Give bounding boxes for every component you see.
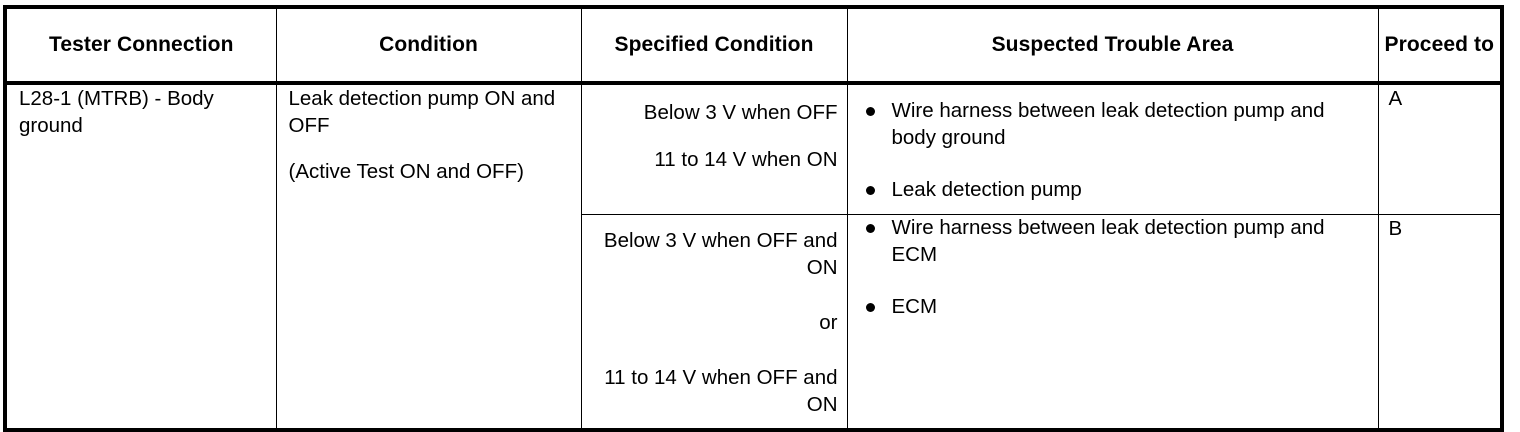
specified-condition-spacer xyxy=(592,336,838,364)
bullet-icon xyxy=(865,107,875,116)
condition-line-1: Leak detection pump ON and OFF xyxy=(288,87,556,138)
proceed-to-value: A xyxy=(1388,87,1403,110)
column-header-suspected-trouble-area: Suspected Trouble Area xyxy=(846,5,1379,85)
column-header-tester-connection: Tester Connection xyxy=(3,5,277,85)
column-header-specified-condition: Specified Condition xyxy=(580,5,848,85)
trouble-area-text: ECM xyxy=(891,295,938,319)
specified-condition-line-1: Below 3 V when OFF and ON xyxy=(603,228,838,279)
cell-proceed-to-row1: A xyxy=(1377,82,1504,215)
condition-block: Leak detection pump ON and OFF (Active T… xyxy=(277,85,581,185)
column-header-proceed-to: Proceed to xyxy=(1377,5,1504,85)
cell-specified-condition-row2: Below 3 V when OFF and ON or 11 to 14 V … xyxy=(580,213,848,432)
cell-suspected-trouble-area-row1: Wire harness between leak detection pump… xyxy=(846,82,1379,215)
diagnostic-inspection-table: Tester Connection Condition Specified Co… xyxy=(3,5,1504,432)
list-item: ECM xyxy=(852,294,1370,321)
specified-condition-line-2: 11 to 14 V when ON xyxy=(654,148,838,172)
trouble-area-text: Leak detection pump xyxy=(891,178,1082,202)
condition-line-2: (Active Test ON and OFF) xyxy=(288,160,524,184)
table-body: L28-1 (MTRB) - Body ground Leak detectio… xyxy=(3,82,1504,432)
specified-condition-line-1: Below 3 V when OFF xyxy=(643,101,838,124)
trouble-area-list-row1: Wire harness between leak detection pump… xyxy=(852,98,1370,204)
condition-spacer xyxy=(289,139,569,158)
tester-connection-text: L28-1 (MTRB) - Body ground xyxy=(19,87,214,138)
trouble-area-list-row2: Wire harness between leak detection pump… xyxy=(852,215,1370,321)
column-header-condition: Condition xyxy=(275,5,582,85)
proceed-to-value: B xyxy=(1388,216,1403,240)
bullet-icon xyxy=(865,223,875,233)
specified-condition-line-2: 11 to 14 V when OFF and ON xyxy=(604,366,838,417)
specified-condition-spacer xyxy=(592,281,838,309)
list-item: Leak detection pump xyxy=(852,177,1370,204)
trouble-area-text: Wire harness between leak detection pump… xyxy=(891,215,1325,266)
header-row: Tester Connection Condition Specified Co… xyxy=(3,5,1504,85)
cell-suspected-trouble-area-row2: Wire harness between leak detection pump… xyxy=(846,213,1379,432)
table-row: Below 3 V when OFF and ON or 11 to 14 V … xyxy=(5,213,1504,432)
specified-condition-separator: or xyxy=(819,311,838,335)
bullet-icon xyxy=(865,186,875,196)
specified-condition-spacer xyxy=(592,126,838,146)
table-header: Tester Connection Condition Specified Co… xyxy=(3,5,1504,85)
cell-specified-condition-row1: Below 3 V when OFF 11 to 14 V when ON xyxy=(580,82,848,215)
cell-tester-connection: L28-1 (MTRB) - Body ground xyxy=(3,82,277,432)
specified-condition-block-row1: Below 3 V when OFF 11 to 14 V when ON xyxy=(582,85,847,183)
bullet-icon xyxy=(865,303,875,313)
cell-condition: Leak detection pump ON and OFF (Active T… xyxy=(275,82,582,432)
cell-proceed-to-row2: B xyxy=(1377,213,1504,432)
trouble-area-text: Wire harness between leak detection pump… xyxy=(891,99,1325,149)
list-item: Wire harness between leak detection pump… xyxy=(852,215,1370,268)
specified-condition-block-row2: Below 3 V when OFF and ON or 11 to 14 V … xyxy=(582,215,847,428)
list-item: Wire harness between leak detection pump… xyxy=(852,98,1370,151)
table-row: L28-1 (MTRB) - Body ground Leak detectio… xyxy=(3,82,1504,432)
